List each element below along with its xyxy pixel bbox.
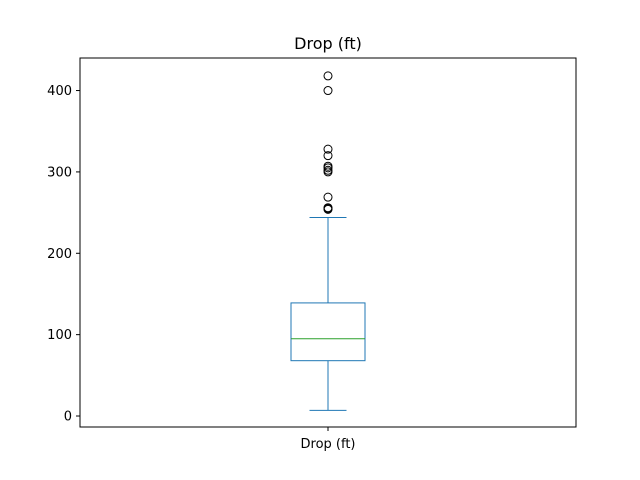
- iqr-box: [290, 302, 366, 362]
- plot-frame: [79, 57, 577, 428]
- y-tick-label: 100: [47, 328, 72, 343]
- outlier-point: [323, 203, 333, 213]
- y-tick-label: 0: [64, 410, 72, 425]
- y-tick-label: 200: [47, 247, 72, 262]
- outlier-point: [323, 144, 333, 154]
- outlier-point: [323, 192, 333, 202]
- chart-title: Drop (ft): [294, 34, 362, 53]
- outlier-point: [323, 161, 333, 171]
- x-tick-label: Drop (ft): [301, 437, 356, 452]
- outlier-point: [323, 151, 333, 161]
- outlier-point: [323, 165, 333, 175]
- y-tick-label: 400: [47, 84, 72, 99]
- y-tick-label: 300: [47, 165, 72, 180]
- outlier-point: [323, 71, 333, 81]
- outlier-point: [323, 86, 333, 96]
